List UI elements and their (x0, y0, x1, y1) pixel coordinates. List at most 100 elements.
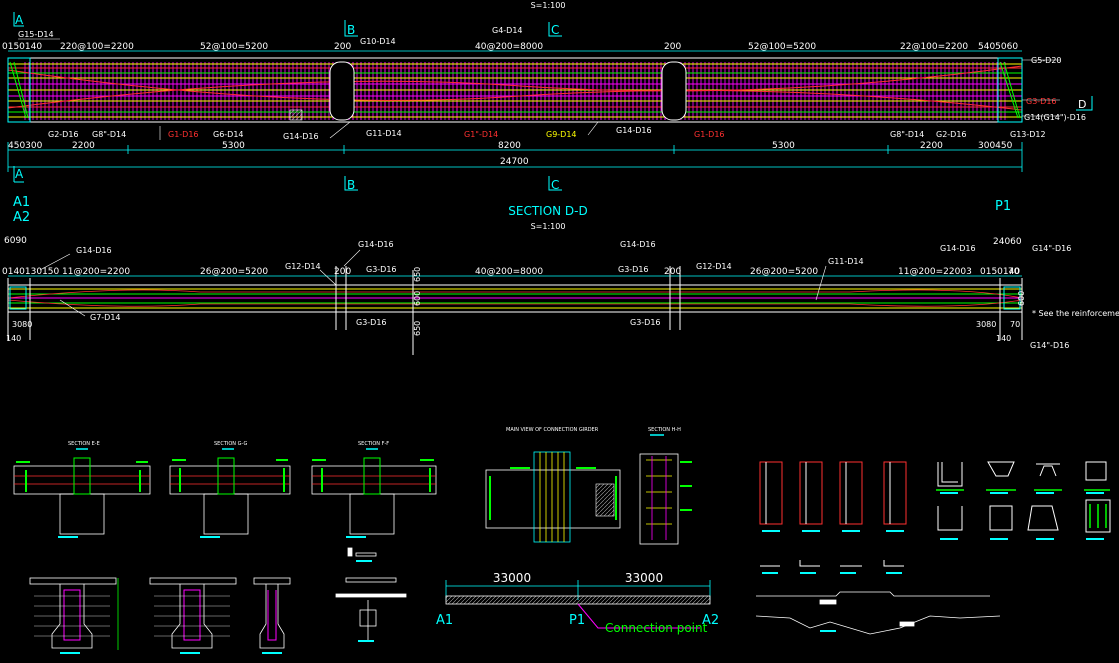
svg-text:300450: 300450 (978, 141, 1013, 151)
svg-text:200: 200 (334, 267, 351, 277)
elevation-bottom-dims: 450300 2200 5300 8200 5300 2200 300450 2… (7, 141, 1023, 172)
section-mark-c-top: C (548, 22, 562, 37)
section-dd-title: SECTION D-D (508, 204, 588, 218)
svg-text:G2-D16: G2-D16 (48, 130, 79, 139)
svg-text:G11-D14: G11-D14 (366, 129, 402, 138)
svg-text:G11-D14: G11-D14 (828, 257, 864, 266)
svg-text:MAIN VIEW OF CONNECTION GIRDER: MAIN VIEW OF CONNECTION GIRDER (506, 427, 599, 433)
svg-text:6090: 6090 (4, 236, 27, 246)
detail-titles: SECTION E-E SECTION G-G SECTION F-F MAIN… (68, 427, 681, 447)
detail-section-f[interactable] (311, 457, 437, 538)
elevation-leaders (159, 59, 1060, 140)
svg-text:A: A (15, 13, 24, 27)
svg-text:D: D (1078, 98, 1086, 111)
svg-text:A: A (15, 167, 24, 181)
svg-text:52@100=5200: 52@100=5200 (748, 42, 816, 52)
span-1-length: 33000 (493, 571, 531, 585)
svg-text:140: 140 (996, 334, 1011, 343)
svg-text:70: 70 (1008, 267, 1020, 277)
section-top-dims: 6090 0140130150 11@200=2200 26@200=5200 … (2, 236, 1022, 277)
svg-text:26@200=5200: 26@200=5200 (750, 267, 818, 277)
detail-connection-girder-main-view[interactable] (485, 451, 621, 543)
anchor-bar-details (760, 560, 904, 574)
svg-text:2200: 2200 (72, 141, 95, 151)
svg-text:2200: 2200 (920, 141, 943, 151)
svg-text:8200: 8200 (498, 141, 521, 151)
svg-text:G14-D16: G14-D16 (358, 240, 394, 249)
svg-text:200: 200 (664, 42, 681, 52)
svg-text:G14"-D16: G14"-D16 (1030, 341, 1069, 350)
section-dd-labels: G14-D16 G12-D14 G14-D16 G3-D16 G3-D16 G1… (6, 240, 1071, 350)
detail-section-h[interactable] (639, 453, 692, 545)
span-diagram[interactable]: 33000 33000 A1 P1 A2 Connection point (436, 571, 719, 635)
svg-text:B: B (347, 178, 355, 192)
svg-text:22@100=2200: 22@100=2200 (900, 42, 968, 52)
svg-text:G1-D16: G1-D16 (694, 130, 725, 139)
svg-text:G1-D16: G1-D16 (168, 130, 199, 139)
pier-a1: A1 (13, 195, 30, 210)
svg-text:5300: 5300 (772, 141, 795, 151)
elevation-rebar-labels: G15-D14 G10-D14 G4-D14 G5-D20 G3-D16 G14… (18, 26, 1086, 141)
svg-text:G3-D16: G3-D16 (366, 265, 397, 274)
svg-text:G14(G14")-D16: G14(G14")-D16 (1024, 113, 1086, 122)
connection-point-label: Connection point (605, 621, 708, 635)
svg-text:200: 200 (664, 267, 681, 277)
svg-text:G14-D16: G14-D16 (283, 132, 319, 141)
section-mark-a-top: A (13, 12, 24, 27)
svg-text:G8"-D14: G8"-D14 (890, 130, 924, 139)
section-dd-leaders (39, 249, 827, 317)
svg-text:5405060: 5405060 (978, 42, 1018, 52)
girder-section-2[interactable] (149, 577, 237, 654)
svg-text:G10-D14: G10-D14 (360, 37, 396, 46)
svg-text:SECTION E-E: SECTION E-E (68, 441, 100, 447)
svg-text:SECTION F-F: SECTION F-F (358, 441, 389, 447)
svg-text:450300: 450300 (8, 141, 43, 151)
svg-text:G5-D20: G5-D20 (1031, 56, 1062, 65)
svg-text:0150140: 0150140 (2, 42, 42, 52)
svg-text:200: 200 (334, 42, 351, 52)
scale-top: S=1:100 (531, 1, 566, 10)
detail-section-g[interactable] (169, 457, 291, 538)
svg-text:24060: 24060 (993, 237, 1022, 247)
section-mark-b-top: B (344, 20, 358, 37)
svg-text:G3-D16: G3-D16 (618, 265, 649, 274)
svg-text:G3-D16: G3-D16 (1026, 97, 1057, 106)
svg-text:26@200=5200: 26@200=5200 (200, 267, 268, 277)
svg-text:G7-D14: G7-D14 (90, 313, 121, 322)
girder-section-3[interactable] (253, 577, 291, 654)
svg-text:0140130150: 0140130150 (2, 267, 60, 277)
girder-elevation[interactable] (7, 57, 1023, 123)
svg-text:G8"-D14: G8"-D14 (92, 130, 126, 139)
svg-text:C: C (551, 178, 559, 192)
section-dd-girder[interactable] (7, 266, 1023, 355)
svg-text:G4-D14: G4-D14 (492, 26, 523, 35)
svg-text:G3-D16: G3-D16 (630, 318, 661, 327)
pier-p1: P1 (995, 199, 1011, 214)
svg-text:0150140: 0150140 (980, 267, 1020, 277)
svg-text:11@200=2200: 11@200=2200 (62, 267, 130, 277)
span-pier-a1: A1 (436, 613, 453, 628)
detail-section-e[interactable] (13, 457, 151, 538)
span-pier-a2: A2 (702, 613, 719, 628)
section-mark-c-bottom: C (548, 176, 562, 192)
svg-text:3080: 3080 (12, 320, 32, 329)
svg-text:G2-D16: G2-D16 (936, 130, 967, 139)
svg-text:G1"-D14: G1"-D14 (464, 130, 498, 139)
svg-text:3080: 3080 (976, 320, 996, 329)
rebar-shape-schedule[interactable] (759, 461, 1111, 540)
detail-title-underlines (76, 434, 664, 450)
pier-a2: A2 (13, 210, 30, 225)
svg-text:600: 600 (413, 291, 422, 306)
svg-text:G14-D16: G14-D16 (940, 244, 976, 253)
section-mark-a-bottom: A (13, 166, 24, 183)
svg-text:70: 70 (1010, 320, 1020, 329)
girder-section-1[interactable] (29, 577, 119, 654)
svg-text:G15-D14: G15-D14 (18, 30, 54, 39)
svg-text:G12-D14: G12-D14 (696, 262, 732, 271)
section-mark-d: D (1076, 96, 1093, 111)
svg-text:SECTION G-G: SECTION G-G (214, 441, 247, 447)
svg-text:40@200=8000: 40@200=8000 (475, 42, 543, 52)
svg-text:C: C (551, 23, 559, 37)
